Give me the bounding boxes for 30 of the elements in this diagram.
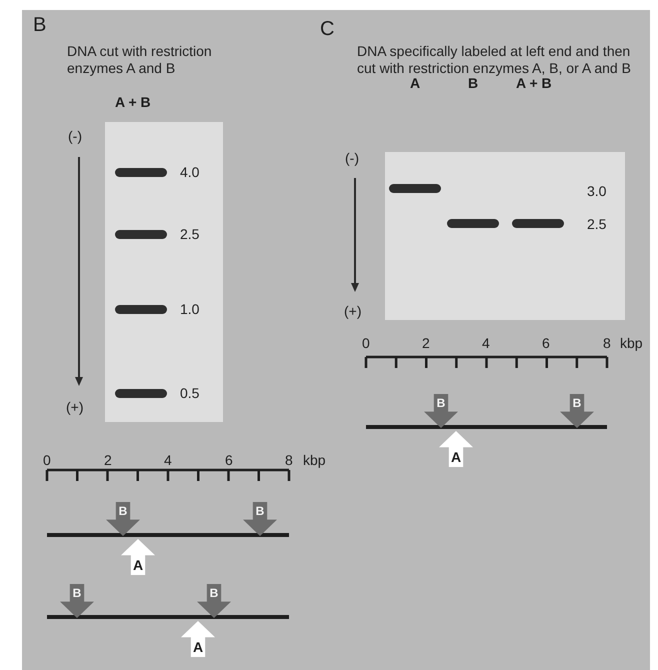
scale-label: kbp [620,335,643,351]
scale-label: 0 [43,452,51,468]
band-size-label: 2.5 [587,216,606,232]
band-size-label: 2.5 [180,226,200,242]
scale-label: 6 [225,452,233,468]
scale-label: 2 [104,452,112,468]
panel-letter: B [33,14,46,36]
scale-label: 0 [362,335,370,351]
scale-label: 8 [603,335,611,351]
scale-label: 8 [285,452,293,468]
electrode-sign: (+) [66,399,84,415]
band-size-label: 3.0 [587,183,606,199]
scale-label: 4 [482,335,490,351]
scale-label: 6 [542,335,550,351]
lane-label: B [468,75,478,91]
electrode-sign: (-) [345,150,359,166]
panel-description: DNA specifically labeled at left end and then cut with restriction enzymes A, B, or A and B [357,43,632,77]
band-size-label: 0.5 [180,385,200,401]
scale-label: 2 [422,335,430,351]
lane-label: A [410,75,420,91]
scale-label: kbp [303,452,326,468]
panel-description: DNA cut with restriction enzymes A and B [67,43,213,77]
scale-label: 4 [164,452,172,468]
electrode-sign: (-) [68,128,82,144]
lane-label: A + B [115,94,151,110]
lane-label: A + B [516,75,552,91]
band-size-label: 1.0 [180,301,200,317]
panel-letter: C [320,18,334,40]
electrode-sign: (+) [344,303,362,319]
band-size-label: 4.0 [180,164,200,180]
